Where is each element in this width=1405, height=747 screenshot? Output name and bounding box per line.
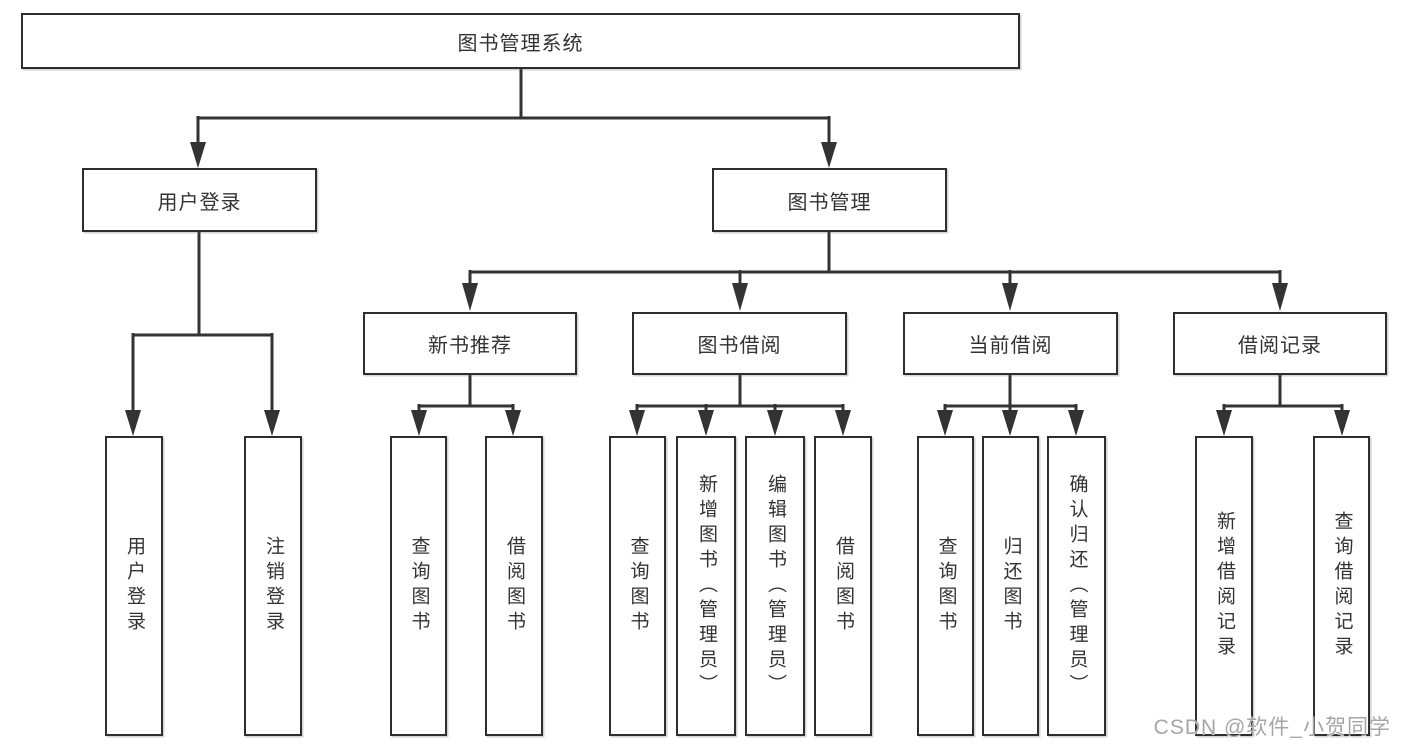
node-root: 图书管理系统 <box>21 13 1020 69</box>
leaf-query-books-recommend-label: 查询图书 <box>408 536 430 636</box>
connector-current-borrow-split <box>937 375 1084 436</box>
connector-book-borrow-split <box>629 375 851 436</box>
connector-book-management-split <box>462 232 1288 311</box>
leaf-return-books-label: 归还图书 <box>1000 536 1022 636</box>
leaf-query-books-current: 查询图书 <box>917 436 974 736</box>
leaf-borrow-books: 借阅图书 <box>814 436 872 736</box>
leaf-add-books-admin-label: 新增图书（管理员） <box>695 473 717 699</box>
leaf-edit-books-admin: 编辑图书（管理员） <box>745 436 805 736</box>
leaf-query-books-current-label: 查询图书 <box>935 536 957 636</box>
node-user-login-branch: 用户登录 <box>82 168 317 232</box>
leaf-query-borrow-record-label: 查询借阅记录 <box>1331 511 1353 661</box>
connector-user-login-split <box>125 232 280 436</box>
node-new-book-recommend: 新书推荐 <box>363 312 577 375</box>
connector-new-book-split <box>411 375 521 436</box>
leaf-logout: 注销登录 <box>244 436 302 736</box>
node-current-borrow: 当前借阅 <box>903 312 1118 375</box>
leaf-add-borrow-record: 新增借阅记录 <box>1195 436 1253 736</box>
connector-borrow-records-split <box>1216 375 1350 436</box>
node-borrow-records: 借阅记录 <box>1173 312 1387 375</box>
watermark: CSDN @软件_小贺同学 <box>1153 716 1391 739</box>
leaf-confirm-return-admin-label: 确认归还（管理员） <box>1066 473 1088 699</box>
node-book-borrow: 图书借阅 <box>632 312 847 375</box>
leaf-add-borrow-record-label: 新增借阅记录 <box>1213 511 1235 661</box>
leaf-query-books-borrow-label: 查询图书 <box>627 536 649 636</box>
leaf-borrow-books-recommend-label: 借阅图书 <box>503 536 525 636</box>
leaf-edit-books-admin-label: 编辑图书（管理员） <box>764 473 786 699</box>
node-book-management: 图书管理 <box>712 168 947 232</box>
leaf-user-login: 用户登录 <box>105 436 163 736</box>
leaf-query-books-borrow: 查询图书 <box>609 436 666 736</box>
node-borrow-records-label: 借阅记录 <box>1238 335 1322 357</box>
connector-root-split <box>190 68 837 168</box>
leaf-borrow-books-recommend: 借阅图书 <box>485 436 543 736</box>
node-book-borrow-label: 图书借阅 <box>697 335 782 357</box>
node-user-login-branch-label: 用户登录 <box>157 191 242 214</box>
leaf-return-books: 归还图书 <box>982 436 1039 736</box>
node-book-management-label: 图书管理 <box>787 191 872 214</box>
leaf-confirm-return-admin: 确认归还（管理员） <box>1047 436 1106 736</box>
node-current-borrow-label: 当前借阅 <box>968 335 1053 357</box>
leaf-add-books-admin: 新增图书（管理员） <box>676 436 736 736</box>
node-root-label: 图书管理系统 <box>457 32 584 55</box>
leaf-query-books-recommend: 查询图书 <box>390 436 447 736</box>
leaf-borrow-books-label: 借阅图书 <box>832 536 854 636</box>
leaf-logout-label: 注销登录 <box>262 536 284 636</box>
node-new-book-recommend-label: 新书推荐 <box>428 335 512 357</box>
leaf-user-login-label: 用户登录 <box>123 536 145 636</box>
leaf-query-borrow-record: 查询借阅记录 <box>1313 436 1370 736</box>
